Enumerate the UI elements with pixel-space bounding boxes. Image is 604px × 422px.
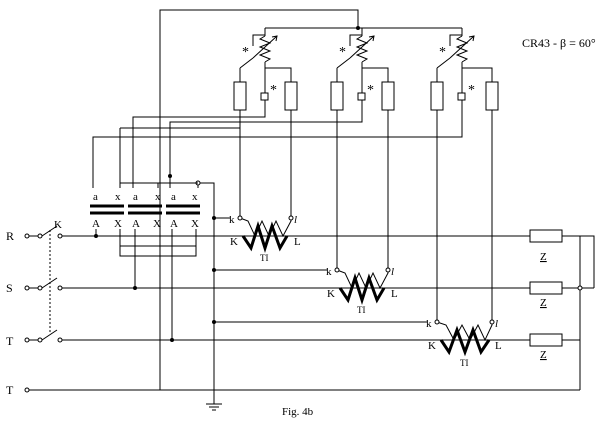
ct-l-large: L <box>391 288 398 300</box>
switch-label: K <box>54 219 62 231</box>
transformer-terminal: a <box>171 191 176 203</box>
transformer-bank: a x a x a x A X A X A X <box>90 128 215 404</box>
current-transformer-2: k l K L TI <box>326 266 398 315</box>
ct-l-small: l <box>391 266 394 278</box>
diagram-title: CR43 - β = 60° <box>522 36 596 50</box>
ct-l-large: L <box>495 340 502 352</box>
ct-l-small: l <box>294 214 297 226</box>
transformer-terminal: X <box>153 218 161 230</box>
load-impedance <box>529 333 563 347</box>
ct-k-small: k <box>229 214 235 226</box>
phase-label-t-bottom: T <box>6 383 14 397</box>
transformer-terminal: X <box>191 218 199 230</box>
transformer-terminal: x <box>115 191 121 203</box>
loads: Z Z Z <box>529 229 595 390</box>
star-mark: * <box>439 45 446 60</box>
resistor <box>381 81 395 111</box>
resistor <box>233 81 247 111</box>
ct-k-large: K <box>230 236 238 248</box>
ct-k-small: k <box>326 266 332 278</box>
phase-label-t: T <box>6 334 14 348</box>
ct-l-small: l <box>495 318 498 330</box>
transformer-terminal: x <box>192 191 198 203</box>
load-label: Z <box>540 297 547 309</box>
terminal-square <box>357 92 366 101</box>
resistor <box>284 81 298 111</box>
terminal-square <box>457 92 466 101</box>
potentiometer-1: * * <box>233 28 298 218</box>
star-mark: * <box>468 83 475 98</box>
transformer-terminal: a <box>93 191 98 203</box>
potentiometer-2: * * <box>330 28 395 270</box>
current-transformer-3: k l K L TI <box>426 318 502 368</box>
ct-name: TI <box>260 253 269 263</box>
load-label: Z <box>540 349 547 361</box>
ct-name: TI <box>357 305 366 315</box>
transformer-terminal: X <box>114 218 122 230</box>
star-mark: * <box>339 45 346 60</box>
load-impedance <box>529 281 563 295</box>
transformer-terminal: A <box>92 218 100 230</box>
ct-k-small: k <box>426 318 432 330</box>
phase-label-r: R <box>6 229 14 243</box>
resistor <box>430 81 444 111</box>
resistor <box>330 81 344 111</box>
terminal-square <box>260 92 269 101</box>
ct-k-large: K <box>327 288 335 300</box>
phase-label-s: S <box>6 281 13 295</box>
three-pole-switch: K <box>41 219 62 341</box>
transformer-terminal: A <box>170 218 178 230</box>
transformer-terminal: x <box>155 191 161 203</box>
figure-caption: Fig. 4b <box>282 406 314 418</box>
resistor <box>485 81 499 111</box>
phase-lines: R S T T K <box>6 219 580 397</box>
star-mark: * <box>367 83 374 98</box>
ct-l-large: L <box>294 236 301 248</box>
potentiometer-3: * * <box>430 28 499 322</box>
star-mark: * <box>242 45 249 60</box>
transformer-terminal: A <box>132 218 140 230</box>
ct-name: TI <box>460 358 469 368</box>
transformer-terminal: a <box>133 191 138 203</box>
ct-k-large: K <box>428 340 436 352</box>
load-label: Z <box>540 251 547 263</box>
potentiometer-section: * * * * <box>92 9 499 390</box>
current-transformer-1: k l K L TI <box>229 214 301 263</box>
star-mark: * <box>270 83 277 98</box>
load-impedance <box>529 229 563 243</box>
ground-symbol <box>206 403 222 411</box>
